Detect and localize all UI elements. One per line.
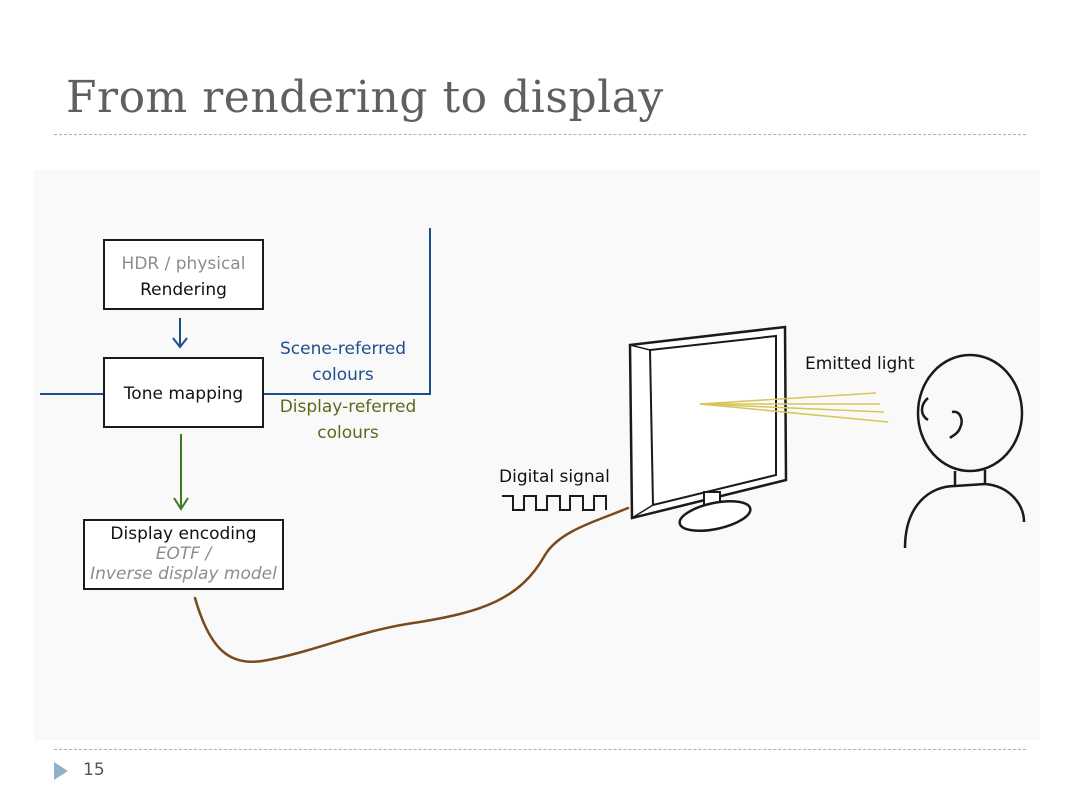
light-rays (699, 392, 889, 423)
rendering-box-line2: Rendering (140, 280, 227, 300)
digital-signal-icon (502, 495, 607, 511)
emitted-light-label: Emitted light (805, 354, 915, 374)
title-divider (54, 134, 1026, 135)
scene-referred-line1: Scene-referred (279, 339, 407, 359)
monitor-icon (628, 325, 788, 533)
footer-divider (54, 749, 1026, 750)
rendering-box: HDR / physical Rendering (103, 239, 264, 310)
encoding-box-line1: Display encoding (110, 524, 257, 544)
rendering-box-line1: HDR / physical (121, 254, 246, 274)
referred-boundary-line-right (264, 228, 431, 395)
digital-signal-label: Digital signal (499, 467, 610, 487)
display-encoding-box: Display encoding EOTF / Inverse display … (83, 519, 284, 590)
signal-cable (193, 506, 630, 663)
tone-mapping-label: Tone mapping (123, 384, 244, 404)
arrow-render-to-tone-head (172, 337, 188, 349)
display-referred-line1: Display-referred (279, 397, 417, 417)
arrow-tone-to-encode-head (173, 497, 189, 511)
scene-referred-label: Scene-referred colours (268, 336, 418, 388)
encoding-box-line2: EOTF / (155, 544, 212, 564)
display-referred-line2: colours (317, 423, 379, 443)
slide-page-number: 15 (83, 760, 105, 780)
encoding-box-line3: Inverse display model (90, 564, 277, 584)
tone-mapping-box: Tone mapping (103, 357, 264, 428)
display-referred-label: Display-referred colours (270, 394, 426, 446)
viewer-icon (903, 353, 1026, 549)
scene-referred-line2: colours (312, 365, 374, 385)
slide-title: From rendering to display (66, 72, 664, 123)
